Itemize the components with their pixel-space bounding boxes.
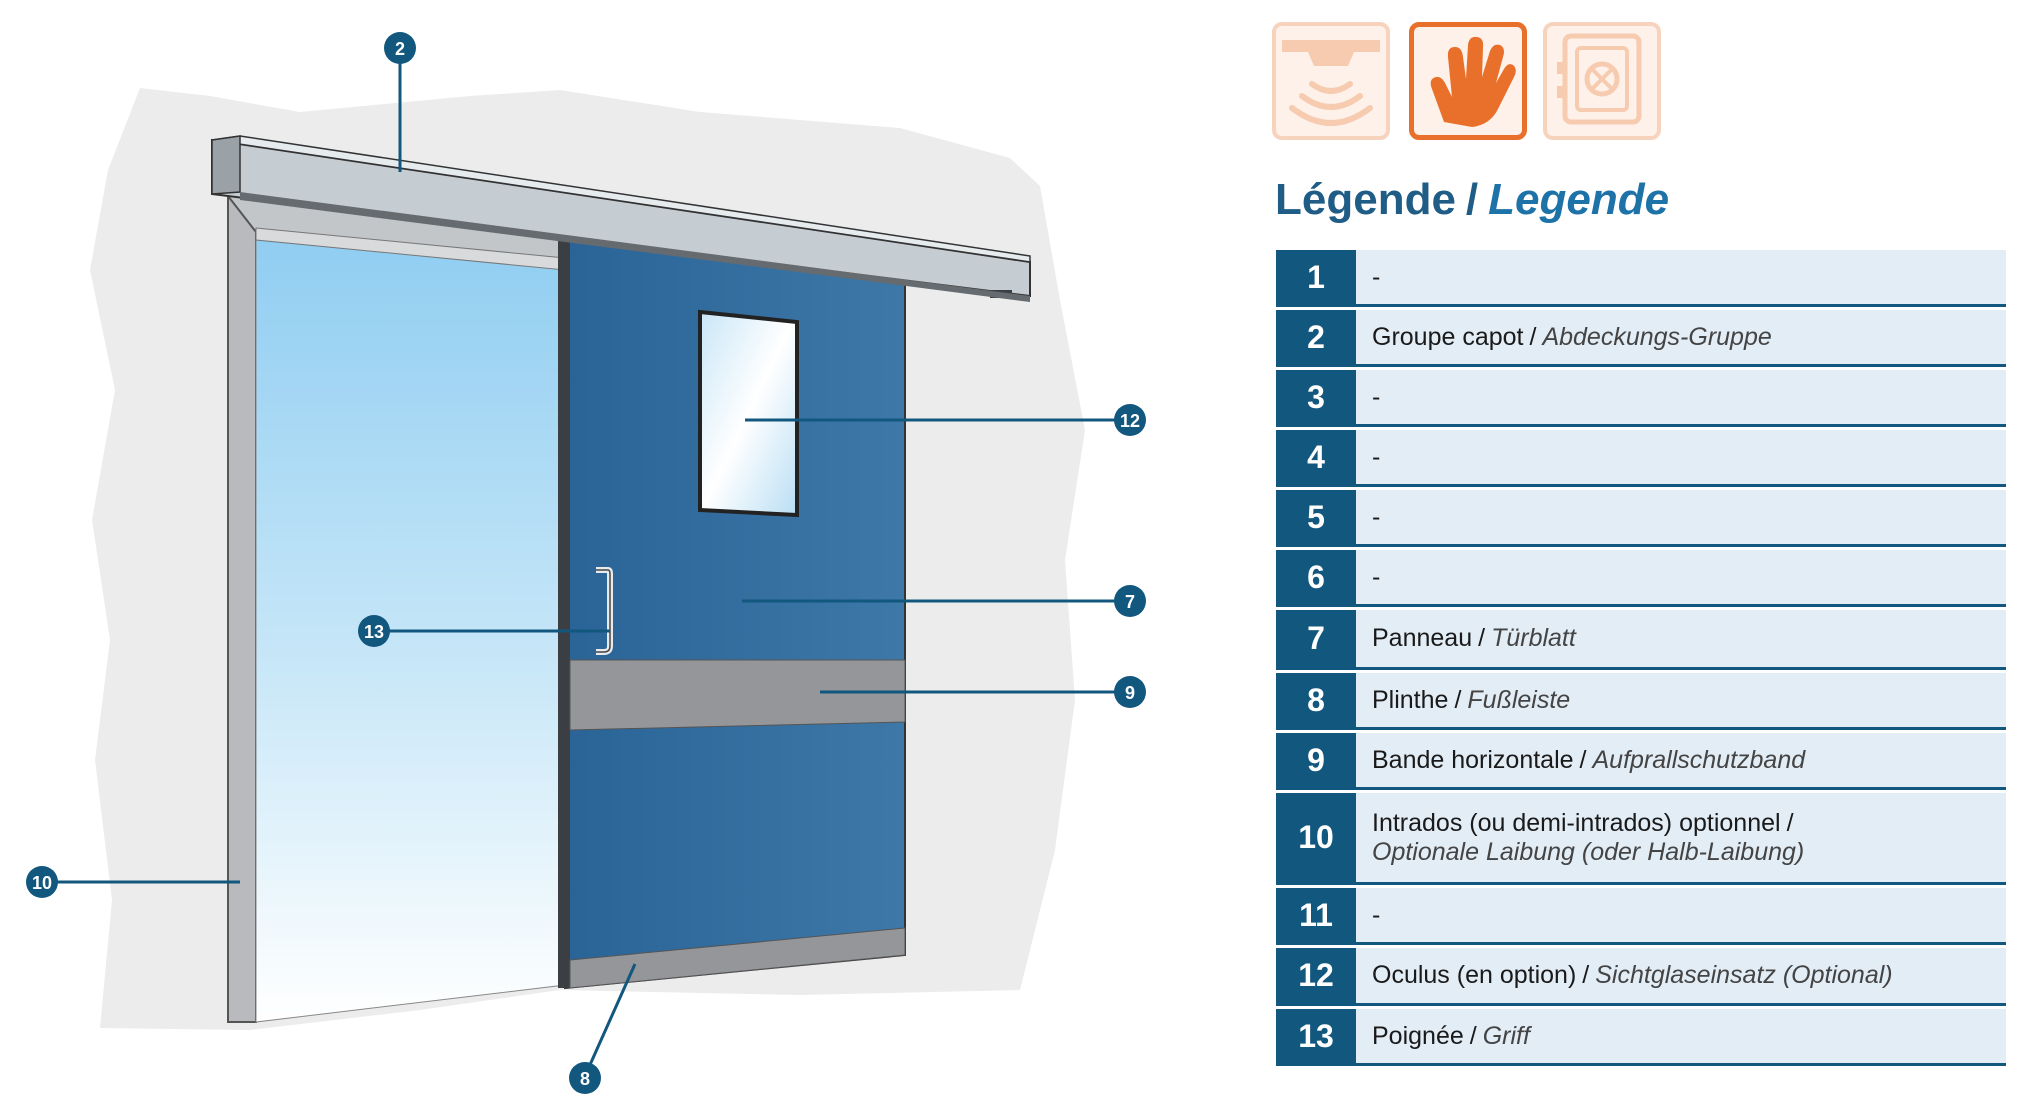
legend-row-6: 6- [1276, 550, 2006, 607]
legend-row-label-de: Abdeckungs-Gruppe [1542, 322, 1772, 351]
legend-row-label-de: Fußleiste [1467, 685, 1571, 714]
legend-row-label-de: Türblatt [1491, 624, 1576, 652]
legend-row-label-fr: - [1372, 502, 1381, 531]
legend-row-number: 7 [1276, 610, 1356, 667]
callout-13: 13 [358, 615, 610, 647]
legend-row-number: 3 [1276, 370, 1356, 424]
hand-icon [1409, 22, 1527, 140]
opening-glass [255, 231, 566, 1023]
svg-text:10: 10 [32, 873, 52, 893]
legend-row-separator: / [1579, 745, 1587, 774]
legend-row-number: 2 [1276, 310, 1356, 364]
sliding-door-diagram: 2 12 7 13 9 10 8 [26, 32, 1146, 1094]
legend-row-text: Bande horizontale/Aufprallschutzband [1356, 733, 1821, 787]
legend-row-number: 5 [1276, 490, 1356, 544]
svg-text:12: 12 [1120, 411, 1140, 431]
legend-row-number: 9 [1276, 733, 1356, 787]
svg-text:7: 7 [1125, 592, 1135, 612]
legend-row-label-fr: - [1372, 562, 1381, 591]
legend-row-1: 1- [1276, 250, 2006, 307]
door-edge [558, 236, 570, 988]
legend-row-separator: / [1582, 961, 1590, 989]
legend-row-label-fr: - [1372, 382, 1381, 411]
callout-9: 9 [820, 676, 1146, 708]
legend-row-text: - [1356, 490, 1396, 544]
legend-row-label-fr: Groupe capot [1372, 322, 1524, 351]
legend-row-separator: / [1786, 808, 1794, 837]
legend-row-label-de: Optionale Laibung (oder Halb-Laibung) [1372, 837, 1805, 866]
callout-8: 8 [569, 963, 637, 1094]
legend-row-separator: / [1454, 685, 1462, 714]
legend-row-number: 1 [1276, 250, 1356, 304]
svg-text:13: 13 [364, 622, 384, 642]
legend-title-de: Legende [1488, 175, 1670, 224]
legend-row-text: - [1356, 250, 1396, 304]
legend-row-4: 4- [1276, 430, 2006, 487]
legend-row-number: 13 [1276, 1009, 1356, 1063]
cover-endcap [211, 135, 241, 195]
legend-row-text: Plinthe/Fußleiste [1356, 673, 1586, 727]
legend-row-label-de: Aufprallschutzband [1592, 745, 1806, 774]
legend-row-label-fr: Bande horizontale [1372, 745, 1574, 774]
legend-title-fr: Légende [1275, 175, 1456, 224]
callout-2: 2 [384, 32, 416, 172]
legend-row-number: 4 [1276, 430, 1356, 484]
motion-sensor-icon [1272, 22, 1390, 140]
legend-row-label-fr: Plinthe [1372, 685, 1449, 714]
vision-window [698, 309, 799, 518]
legend-row-text: Groupe capot/Abdeckungs-Gruppe [1356, 310, 1788, 364]
svg-text:8: 8 [580, 1069, 590, 1089]
legend-row-separator: / [1469, 1021, 1477, 1050]
callout-7: 7 [742, 585, 1146, 617]
callout-10: 10 [26, 866, 240, 898]
legend-row-separator: / [1478, 624, 1486, 652]
legend-row-label-fr: - [1372, 442, 1381, 471]
svg-text:2: 2 [395, 39, 405, 59]
legend-row-separator: / [1529, 322, 1537, 351]
callout-12: 12 [745, 404, 1146, 436]
legend-row-label-fr: Intrados (ou demi-intrados) optionnel [1372, 808, 1781, 837]
impact-band [569, 659, 906, 731]
legend-row-text: - [1356, 888, 1396, 942]
legend-row-5: 5- [1276, 490, 2006, 547]
frame-post [227, 195, 257, 1023]
svg-text:9: 9 [1125, 683, 1135, 703]
legend-row-number: 8 [1276, 673, 1356, 727]
legend-row-text: - [1356, 370, 1396, 424]
legend-row-text: Panneau/Türblatt [1356, 610, 1592, 667]
legend-title-separator: / [1465, 175, 1479, 224]
legend-row-number: 12 [1276, 948, 1356, 1003]
legend-title: Légende/Legende [1275, 175, 1669, 225]
legend-row-11: 11- [1276, 888, 2006, 945]
legend-row-label-fr: Panneau [1372, 624, 1473, 652]
legend-row-label-fr: - [1372, 262, 1381, 291]
legend-row-text: - [1356, 550, 1396, 604]
legend-row-number: 11 [1276, 888, 1356, 942]
legend-row-number: 6 [1276, 550, 1356, 604]
panic-safe-icon [1543, 22, 1661, 140]
legend-row-text: Oculus (en option)/Sichtglaseinsatz (Opt… [1356, 948, 1909, 1003]
kick-plate [569, 927, 906, 989]
legend-row-label-fr: Poignée [1372, 1021, 1464, 1050]
legend-row-text: Poignée/Griff [1356, 1009, 1546, 1063]
legend-row-label-de: Griff [1482, 1021, 1530, 1050]
legend-row-number: 10 [1276, 793, 1356, 882]
legend-row-label-fr: Oculus (en option) [1372, 961, 1577, 989]
legend-row-text: - [1356, 430, 1396, 484]
legend-row-label-de: Sichtglaseinsatz (Optional) [1595, 961, 1893, 989]
legend-row-3: 3- [1276, 370, 2006, 427]
legend-row-label-fr: - [1372, 900, 1381, 929]
legend-row-text: Intrados (ou demi-intrados) optionnel/Op… [1356, 793, 1820, 882]
